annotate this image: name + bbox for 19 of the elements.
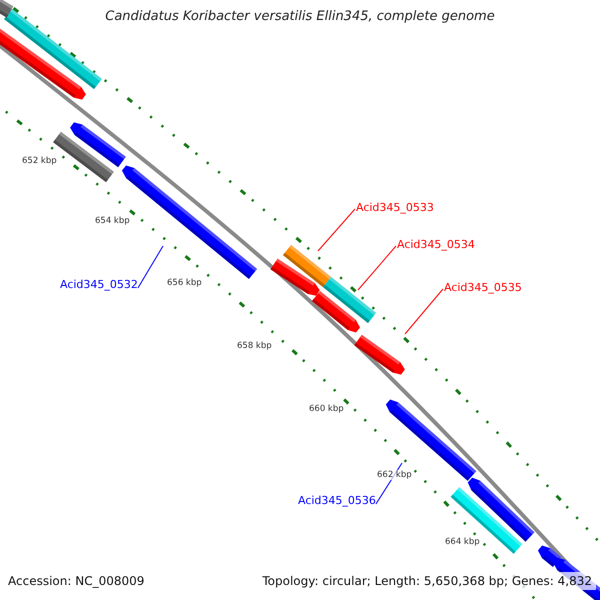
- leader-line: [358, 246, 396, 290]
- gene-block: [354, 334, 405, 375]
- gene-label: Acid345_0534: [397, 238, 475, 251]
- gene-label: Acid345_0535: [444, 281, 522, 294]
- gene-label: Acid345_0532: [60, 278, 138, 291]
- title: Candidatus Koribacter versatilis Ellin345, complete genome: [104, 9, 496, 24]
- position-label: 662 kbp: [377, 470, 412, 480]
- position-label: 658 kbp: [237, 341, 272, 351]
- gene-block: [322, 276, 376, 324]
- position-label: 652 kbp: [22, 156, 57, 166]
- position-label: 664 kbp: [445, 537, 480, 547]
- leader-line: [404, 288, 444, 334]
- leader-line: [137, 246, 164, 288]
- gene-label: Acid345_0536: [298, 494, 376, 507]
- gene-label: Acid345_0533: [356, 201, 434, 214]
- position-label: 660 kbp: [309, 404, 344, 414]
- gene-block: [282, 244, 332, 288]
- position-label: 654 kbp: [95, 216, 130, 226]
- position-label: 656 kbp: [167, 278, 202, 288]
